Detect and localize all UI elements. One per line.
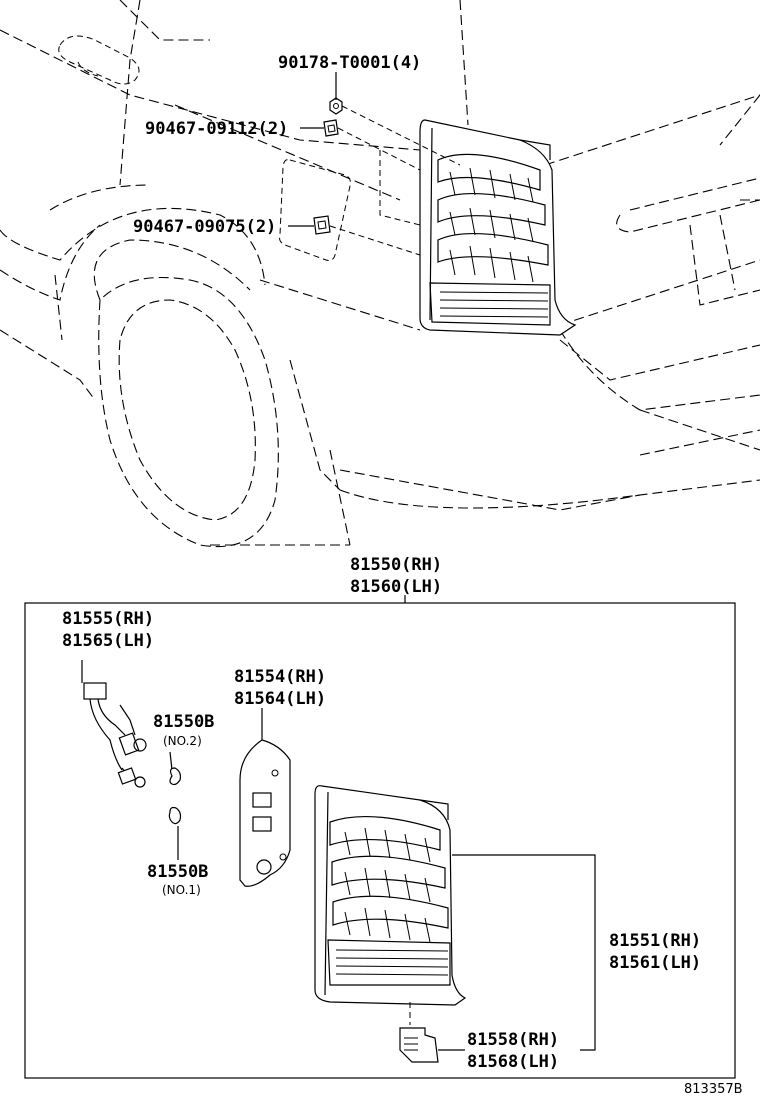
callout-gasket-rh: 81554(RH) <box>234 667 326 687</box>
callout-lens-rh: 81551(RH) <box>609 931 701 951</box>
callout-bulb-no1: 81550B <box>147 862 208 882</box>
callout-clip-rh: 81558(RH) <box>467 1030 559 1050</box>
callout-socket-lh: 81565(LH) <box>62 631 154 651</box>
callout-gasket-lh: 81564(LH) <box>234 689 326 709</box>
callout-lens-lh: 81561(LH) <box>609 953 701 973</box>
mounting-clip <box>399 1002 465 1063</box>
bulb-no1-icon <box>168 806 182 860</box>
nut-90178-icon <box>329 97 343 115</box>
clip-90467-09075-icon <box>313 215 331 235</box>
callout-90178: 90178-T0001(4) <box>278 53 421 73</box>
callout-bulb-no2: 81550B <box>153 712 214 732</box>
callout-clip-lh: 81568(LH) <box>467 1052 559 1072</box>
assembly-box <box>24 595 736 1079</box>
vehicle-body-outline <box>0 0 760 548</box>
callout-assembly-rh: 81550(RH) <box>350 555 442 575</box>
diagram-reference-number: 813357B <box>684 1082 743 1097</box>
bulb-no2-icon <box>169 751 182 786</box>
callout-90467-09112: 90467-09112(2) <box>145 119 288 139</box>
socket-wire-harness <box>81 660 147 788</box>
tail-lamp-installed <box>419 119 577 336</box>
callout-socket-rh: 81555(RH) <box>62 609 154 629</box>
bulb-no2-note: (NO.2) <box>163 734 202 748</box>
lens-leader <box>452 854 596 1051</box>
fastener-leaders <box>288 72 461 256</box>
gasket-plate <box>239 708 291 887</box>
callout-assembly-lh: 81560(LH) <box>350 577 442 597</box>
bulb-no1-note: (NO.1) <box>162 883 201 897</box>
callout-90467-09075: 90467-09075(2) <box>133 217 276 237</box>
rear-lamp-lens <box>314 785 467 1006</box>
clip-90467-09112-icon <box>323 119 339 137</box>
